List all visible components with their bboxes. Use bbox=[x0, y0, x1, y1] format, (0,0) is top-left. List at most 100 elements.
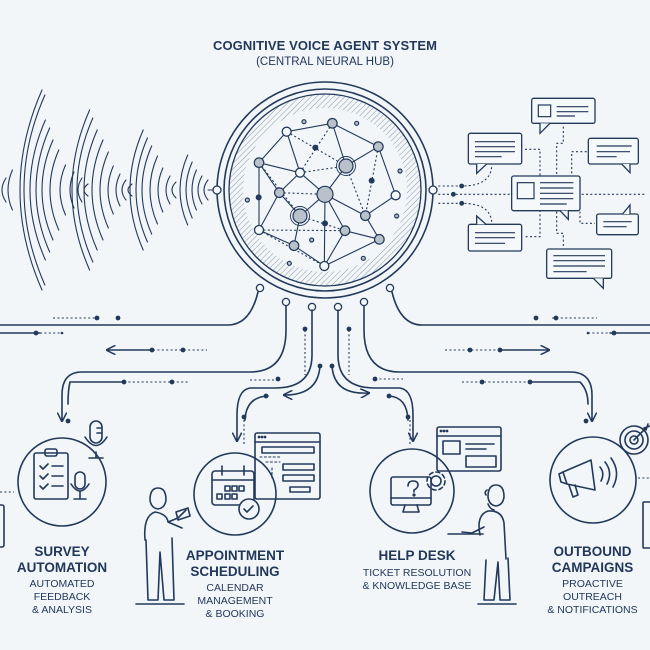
network-node bbox=[273, 187, 285, 199]
network-junction bbox=[312, 144, 319, 151]
calendar-check-icon bbox=[211, 465, 260, 520]
connector-dot bbox=[459, 200, 465, 206]
bus-node bbox=[33, 330, 39, 336]
network-minor-node bbox=[360, 255, 366, 261]
sound-wave-arc bbox=[165, 175, 171, 205]
bus-node bbox=[317, 363, 323, 369]
network-junction bbox=[368, 177, 375, 184]
bus-node bbox=[497, 347, 503, 353]
person-with-tablet-icon bbox=[135, 487, 191, 605]
hub-right-port bbox=[428, 185, 438, 195]
connector-dot bbox=[459, 183, 465, 189]
bus-line bbox=[391, 291, 650, 326]
chat-connector bbox=[525, 148, 541, 177]
network-link bbox=[286, 122, 333, 133]
network-link bbox=[323, 193, 326, 267]
sound-wave-arc bbox=[83, 129, 98, 251]
megaphone-icon bbox=[558, 457, 618, 498]
network-node bbox=[253, 157, 265, 169]
network-minor-node bbox=[286, 260, 292, 266]
network-link bbox=[364, 194, 397, 217]
network-link bbox=[286, 131, 301, 174]
knowledge-window-icon bbox=[436, 426, 502, 472]
survey-automation-illustration bbox=[0, 420, 108, 548]
sound-wave-arc bbox=[203, 179, 209, 201]
bus-node bbox=[65, 418, 71, 424]
chat-bubble-tail bbox=[592, 277, 604, 290]
bus-node bbox=[115, 315, 121, 321]
chat-bubble bbox=[596, 213, 639, 236]
network-node-ring bbox=[336, 156, 356, 176]
sound-wave-arc bbox=[23, 94, 46, 286]
bus-node bbox=[169, 379, 175, 385]
sound-wave-arc bbox=[129, 129, 144, 251]
bus-node bbox=[527, 379, 533, 385]
sound-wave-arc bbox=[71, 109, 91, 271]
bus-line bbox=[529, 381, 589, 405]
microphone-icon bbox=[70, 471, 90, 500]
chat-bubble-icon bbox=[438, 97, 647, 290]
network-link bbox=[323, 238, 380, 267]
connector-dot bbox=[450, 191, 456, 197]
network-node bbox=[326, 117, 338, 129]
chat-image-icon bbox=[516, 182, 535, 200]
sound-wave-arc bbox=[107, 165, 114, 215]
chat-connector bbox=[556, 211, 564, 247]
sound-wave-arc bbox=[197, 175, 203, 205]
service-description: & KNOWLEDGE BASE bbox=[362, 580, 472, 592]
network-link bbox=[258, 131, 288, 164]
appointment-scheduling-illustration bbox=[135, 432, 321, 605]
bus-node bbox=[275, 376, 281, 382]
bus-line bbox=[237, 309, 313, 440]
network-link bbox=[323, 230, 346, 267]
diagram-title: COGNITIVE VOICE AGENT SYSTEM bbox=[212, 38, 438, 53]
neural-network-icon bbox=[244, 117, 403, 272]
bus-node bbox=[467, 347, 473, 353]
service-label-help-desk: HELP DESK TICKET RESOLUTION & KNOWLEDGE … bbox=[362, 548, 472, 593]
hub-inner-ring bbox=[223, 88, 427, 292]
sound-wave-arc bbox=[91, 139, 104, 241]
sound-wave-arc bbox=[77, 177, 83, 203]
network-node bbox=[372, 141, 384, 153]
network-node bbox=[338, 158, 354, 174]
service-label-survey-automation: SURVEY AUTOMATION AUTOMATED FEEDBACK & A… bbox=[0, 544, 124, 617]
network-link bbox=[345, 165, 366, 216]
service-description: AUTOMATED FEEDBACK bbox=[29, 578, 95, 603]
chat-bubble-tail bbox=[476, 214, 487, 225]
network-link bbox=[299, 123, 333, 173]
sound-wave-arc bbox=[179, 154, 189, 226]
sound-wave-arc bbox=[59, 164, 67, 216]
sound-wave-arc bbox=[157, 167, 164, 213]
service-label-appointment-scheduling: APPOINTMENT SCHEDULING CALENDAR MANAGEME… bbox=[170, 548, 300, 621]
bus-node bbox=[372, 376, 378, 382]
network-minor-node bbox=[309, 237, 315, 243]
hub-port bbox=[385, 283, 395, 293]
chat-connector bbox=[571, 151, 587, 177]
helpdesk-icon-circle bbox=[369, 448, 455, 534]
chat-bubble-tail bbox=[622, 203, 631, 215]
bus-line bbox=[67, 381, 125, 405]
service-title: CAMPAIGNS bbox=[551, 560, 634, 575]
network-node bbox=[359, 210, 371, 222]
sound-wave-arc bbox=[141, 145, 153, 235]
bus-node bbox=[583, 418, 589, 424]
network-minor-node bbox=[394, 213, 400, 219]
network-link bbox=[293, 245, 325, 267]
service-title: AUTOMATION bbox=[16, 560, 108, 575]
chat-connector bbox=[556, 126, 564, 177]
network-node-ring bbox=[290, 206, 310, 226]
chat-bubble bbox=[467, 132, 523, 165]
sound-wave-arc bbox=[29, 119, 46, 261]
bus-node bbox=[553, 315, 559, 321]
sound-wave-arc bbox=[49, 149, 60, 231]
sound-wave-arc bbox=[76, 117, 94, 263]
chat-bubble-tail bbox=[621, 163, 631, 175]
network-link bbox=[258, 192, 280, 231]
network-minor-node bbox=[301, 119, 307, 125]
sound-wave-arc bbox=[135, 137, 148, 243]
bus-node bbox=[94, 315, 100, 321]
chat-bubble-tail bbox=[559, 210, 569, 221]
bus-node bbox=[329, 363, 335, 369]
document-icon bbox=[642, 501, 650, 549]
